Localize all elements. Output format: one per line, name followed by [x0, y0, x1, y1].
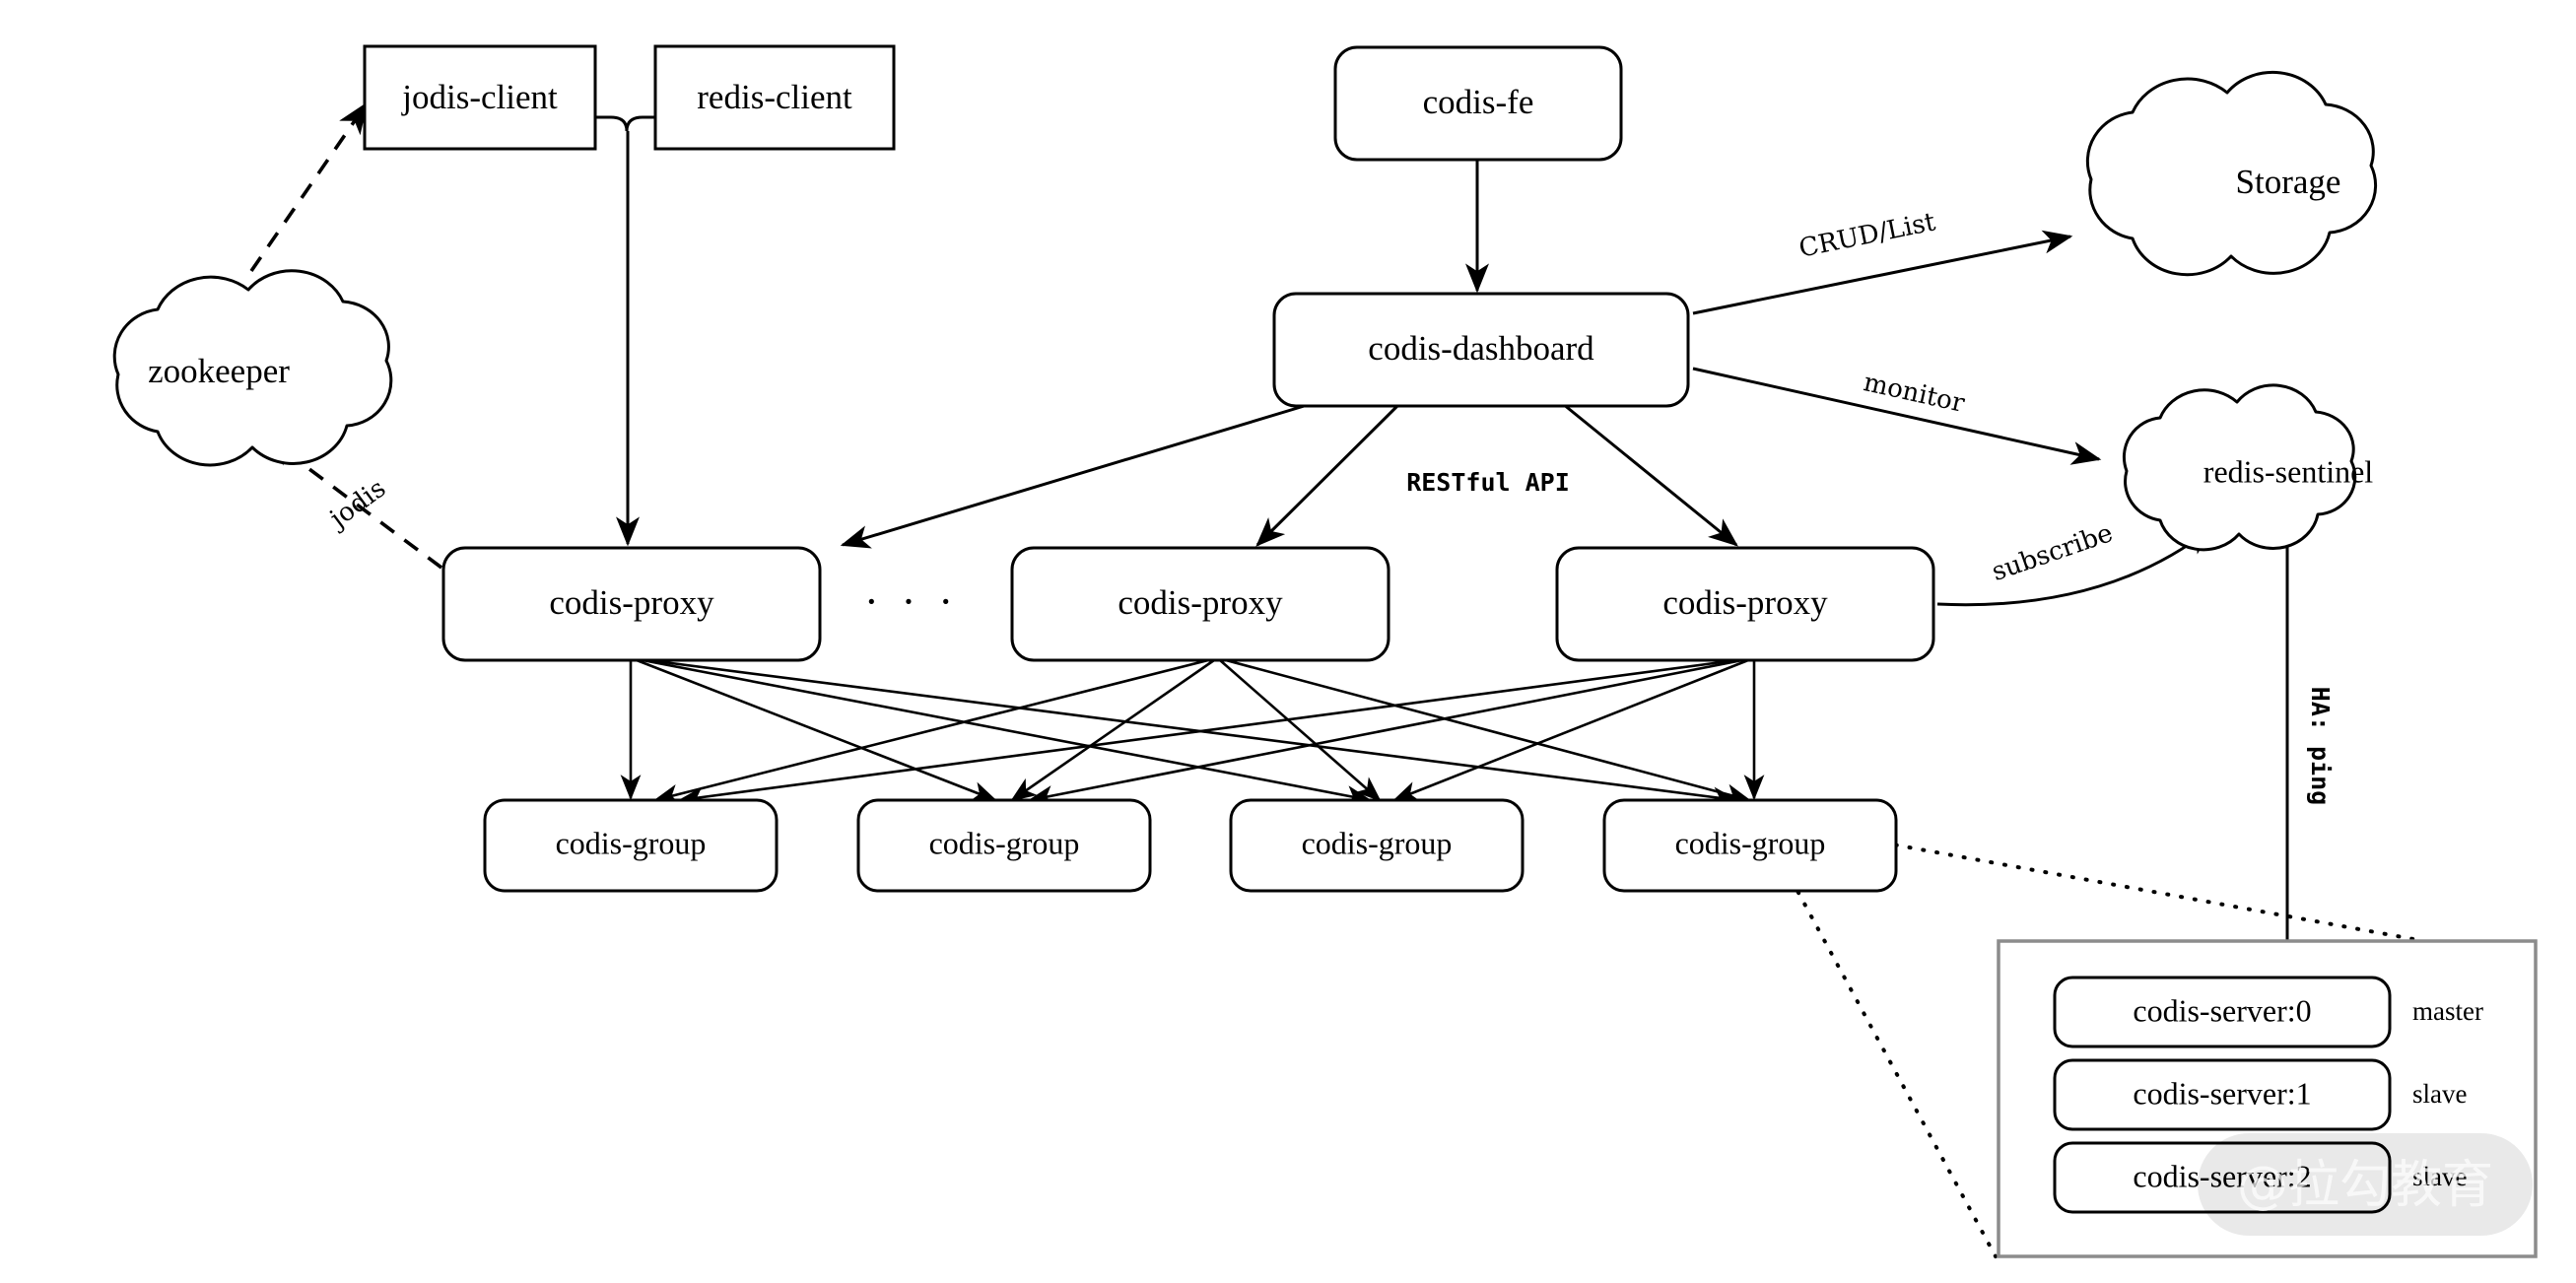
node-redis-client[interactable]: redis-client [653, 44, 896, 151]
node-label-codis-group-1: codis-group [556, 825, 707, 860]
detail-server-name-0: codis-server:0 [2133, 992, 2311, 1028]
node-codis-fe[interactable]: codis-fe [1333, 45, 1623, 162]
node-codis-group-1[interactable]: codis-group [483, 798, 779, 893]
edge-zookeeper-to-jodis-client [249, 101, 369, 273]
node-label-codis-proxy-1: codis-proxy [549, 583, 714, 622]
codis-group-detail-panel: codis-server:0 master codis-server:1 sla… [1997, 939, 2538, 1258]
callout-line-top [1880, 841, 2426, 943]
node-label-codis-group-2: codis-group [929, 825, 1080, 860]
node-label-jodis-client: jodis-client [400, 78, 558, 116]
callout-line-bottom [1790, 878, 1998, 1258]
edge-label-monitor: monitor [1861, 368, 1967, 419]
node-label-codis-group-4: codis-group [1675, 825, 1826, 860]
node-storage[interactable]: Storage [2085, 70, 2378, 277]
watermark: @拉勾教育 [2198, 1133, 2533, 1236]
watermark-text: @拉勾教育 [2237, 1156, 2493, 1215]
detail-server-row-1[interactable]: codis-server:1 slave [2053, 1058, 2467, 1131]
detail-server-role-2: slave [2412, 1162, 2467, 1191]
edge-label-crud-list: CRUD/List [1796, 207, 1938, 263]
node-zookeeper[interactable]: zookeeper [112, 269, 393, 467]
node-label-storage: Storage [2236, 163, 2341, 201]
client-brace [478, 100, 778, 547]
node-redis-sentinel[interactable]: redis-sentinel [2122, 383, 2374, 552]
node-label-codis-dashboard: codis-dashboard [1368, 329, 1594, 368]
edge-proxy-to-sentinel [1936, 526, 2213, 607]
edge-label-jodis: jodis [322, 474, 391, 536]
edge-label-ha-ping: HA: ping [2306, 687, 2335, 805]
edge-dashboard-to-proxy-3 [1562, 402, 1738, 547]
edge-dashboard-to-storage [1692, 230, 2073, 315]
detail-server-row-2[interactable]: codis-server:2 slave [2053, 1141, 2467, 1214]
detail-server-role-0: master [2412, 996, 2483, 1026]
detail-server-name-2: codis-server:2 [2133, 1158, 2311, 1193]
node-label-zookeeper: zookeeper [148, 352, 290, 390]
edge-label-subscribe: subscribe [1989, 518, 2117, 587]
proxy-ellipsis: · · · [864, 577, 959, 626]
node-label-codis-proxy-2: codis-proxy [1118, 583, 1283, 622]
node-jodis-client[interactable]: jodis-client [363, 44, 597, 151]
detail-server-role-1: slave [2412, 1079, 2467, 1109]
node-label-redis-client: redis-client [697, 78, 852, 116]
node-codis-proxy-1[interactable]: codis-proxy [441, 546, 822, 662]
edge-label-restful-api: RESTful API [1406, 468, 1570, 497]
node-codis-group-3[interactable]: codis-group [1229, 798, 1525, 893]
edge-dashboard-to-proxy-1 [840, 402, 1312, 549]
node-label-codis-group-3: codis-group [1302, 825, 1453, 860]
node-codis-proxy-2[interactable]: codis-proxy [1010, 546, 1390, 662]
proxy-to-group-edges [620, 658, 1765, 808]
node-codis-group-4[interactable]: codis-group [1602, 798, 1898, 893]
node-codis-group-2[interactable]: codis-group [856, 798, 1152, 893]
node-codis-dashboard[interactable]: codis-dashboard [1272, 292, 1690, 408]
node-label-redis-sentinel: redis-sentinel [2203, 453, 2374, 489]
node-label-codis-proxy-3: codis-proxy [1662, 583, 1828, 622]
edge-dashboard-to-sentinel [1692, 367, 2102, 465]
detail-server-name-1: codis-server:1 [2133, 1075, 2311, 1111]
node-codis-proxy-3[interactable]: codis-proxy [1555, 546, 1935, 662]
edge-dashboard-to-proxy-2 [1255, 402, 1401, 547]
node-label-codis-fe: codis-fe [1423, 83, 1534, 121]
detail-server-row-0[interactable]: codis-server:0 master [2053, 976, 2483, 1048]
